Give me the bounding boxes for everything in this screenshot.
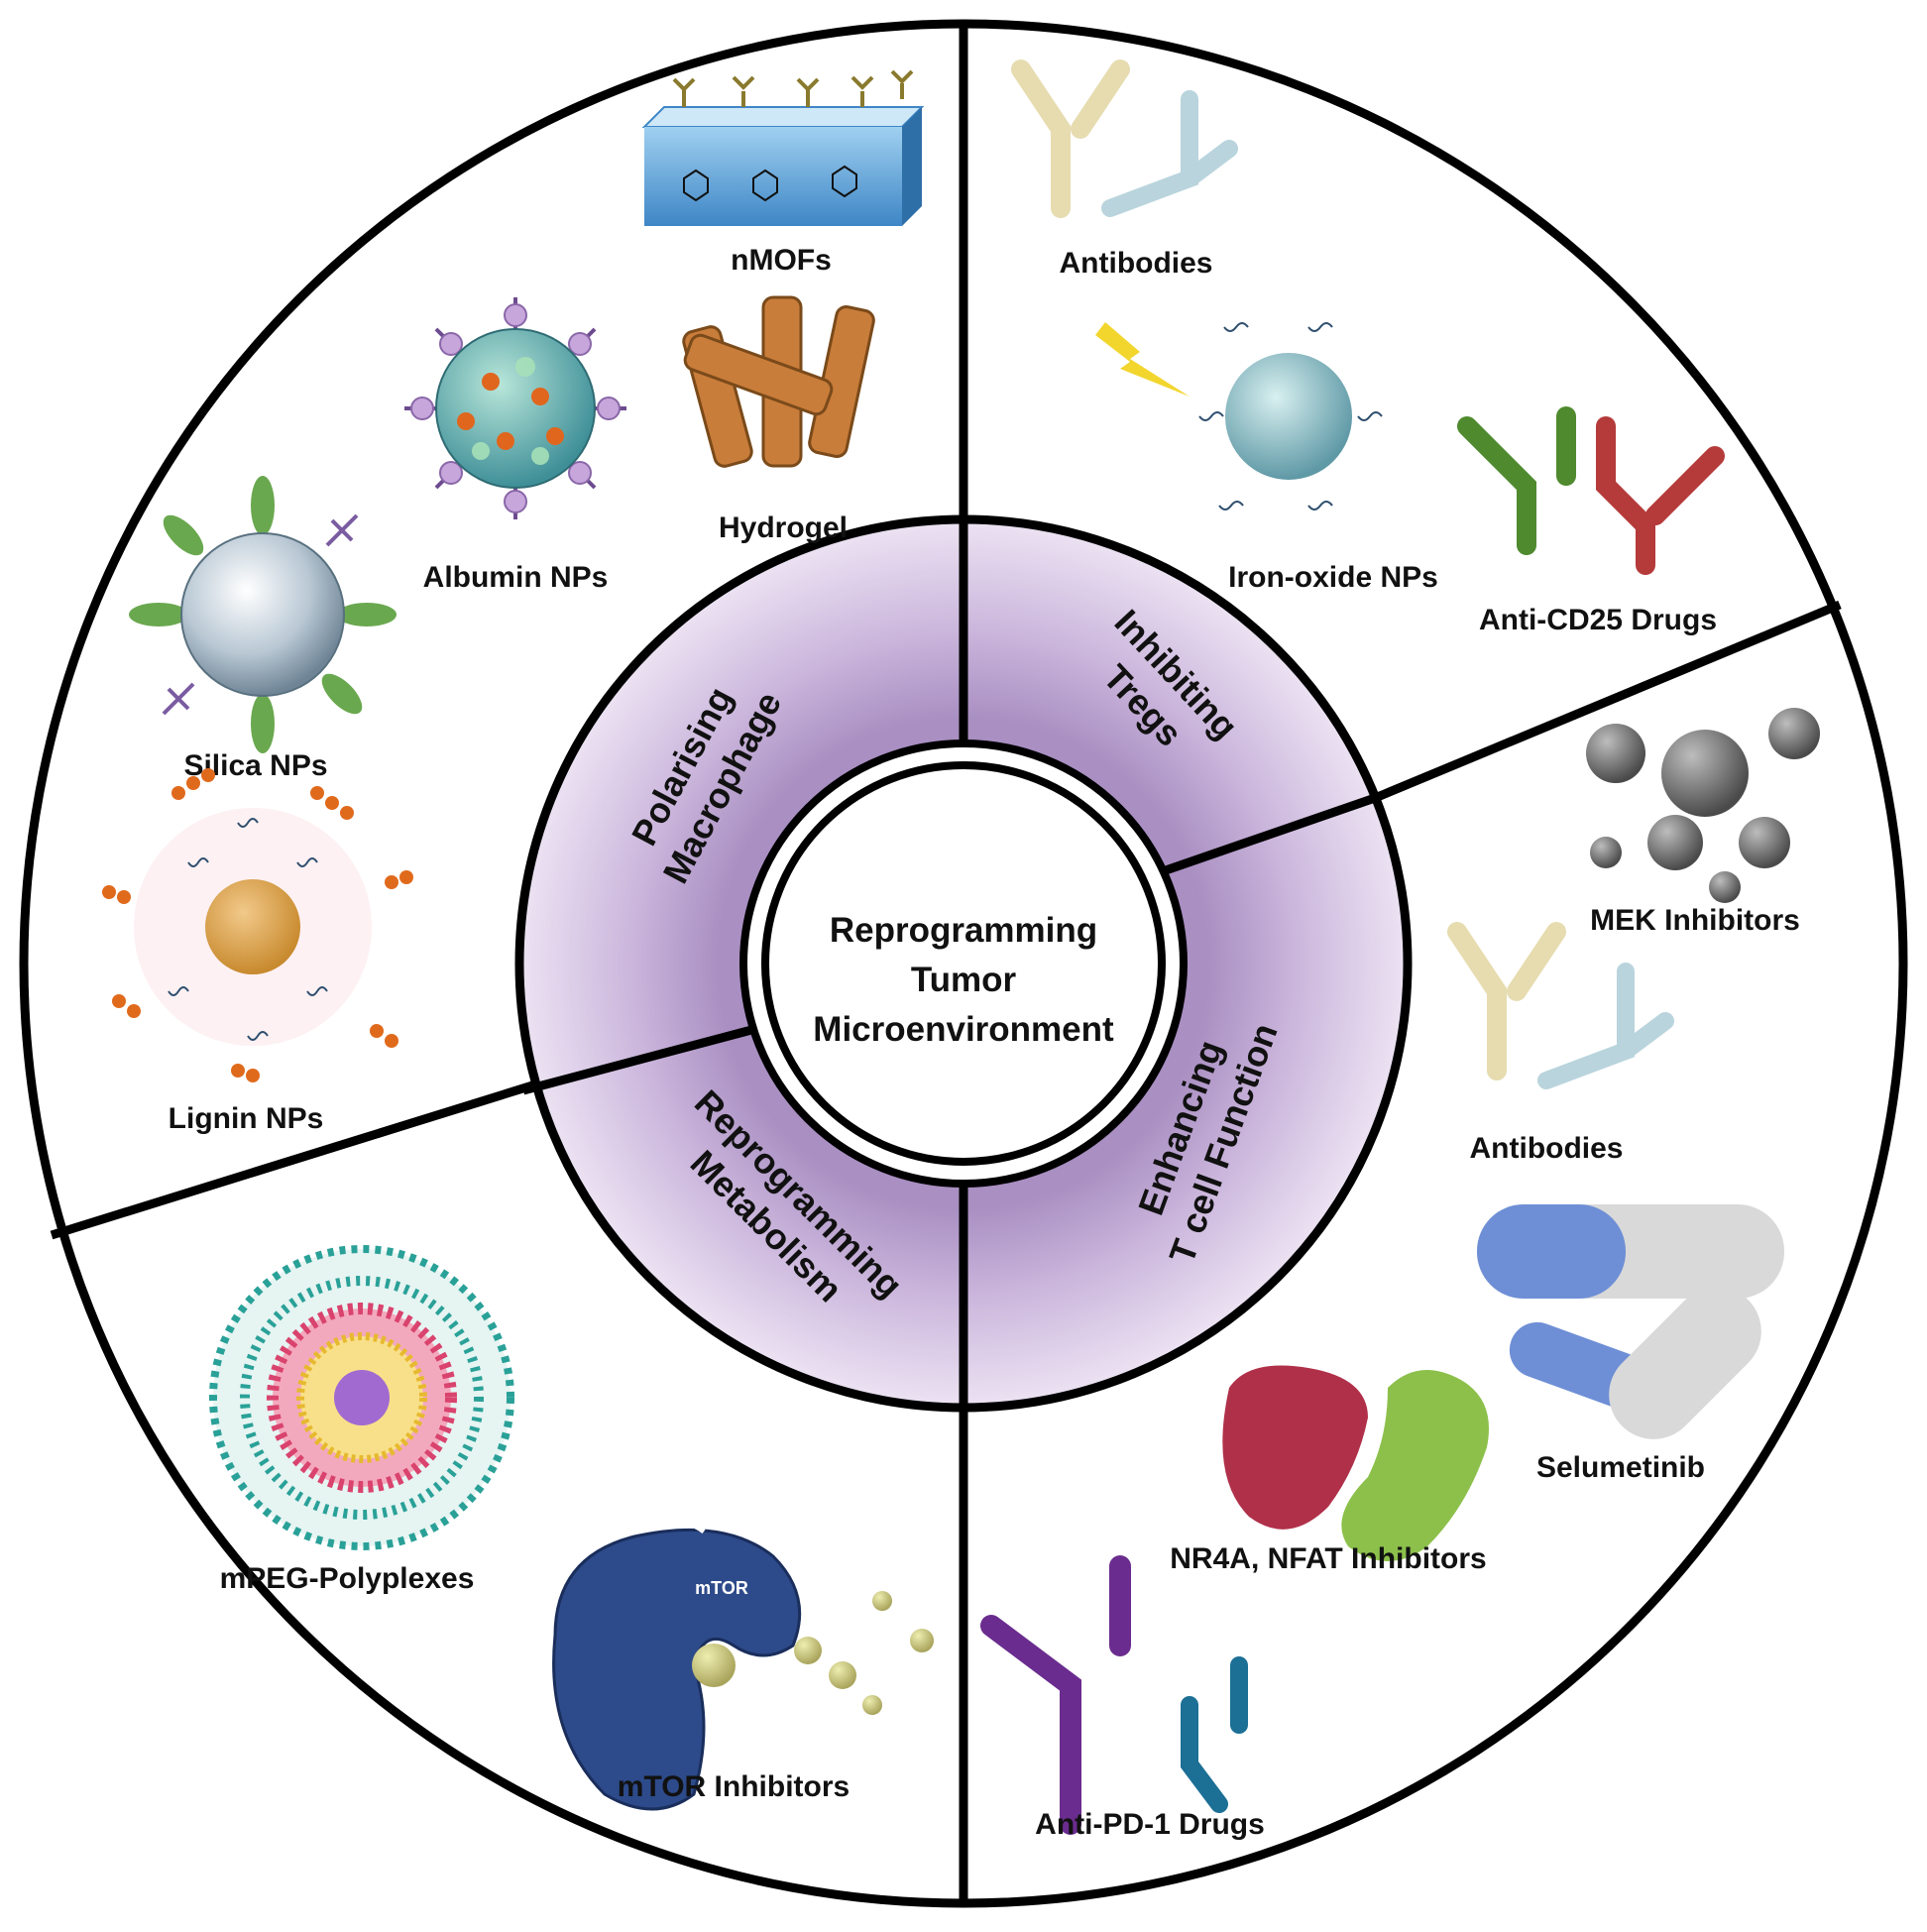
center-title-line1: Reprogramming xyxy=(830,911,1097,950)
label-antibodies-top: Antibodies xyxy=(1060,247,1213,280)
mek-inhibitors-illustration xyxy=(1586,708,1820,903)
label-mtor-protein: mTOR xyxy=(695,1578,748,1598)
mtor-illustration xyxy=(552,1520,934,1811)
hydrogel-illustration xyxy=(682,295,875,468)
label-mpeg-polyplexes: mPEG-Polyplexes xyxy=(220,1562,475,1595)
label-iron-oxide-nps: Iron-oxide NPs xyxy=(1228,561,1438,594)
selumetinib-illustration xyxy=(1477,1204,1784,1439)
label-mtor-inhibitors: mTOR Inhibitors xyxy=(618,1770,850,1803)
label-mek-inhibitors: MEK Inhibitors xyxy=(1590,904,1800,937)
center-title-line2: Tumor xyxy=(911,961,1017,999)
anti-cd25-illustration xyxy=(1457,406,1725,575)
label-hydrogel: Hydrogel xyxy=(719,511,848,544)
label-nr4a-nfat: NR4A, NFAT Inhibitors xyxy=(1170,1542,1486,1575)
mpeg-polyplexes-illustration xyxy=(209,1245,514,1550)
lignin-np-illustration xyxy=(102,768,413,1082)
silica-np-illustration xyxy=(129,476,397,753)
ring-divider-right xyxy=(1164,792,1380,875)
divider-right-upper xyxy=(1366,600,1842,806)
antibodies-top-illustration xyxy=(1011,59,1238,218)
label-anti-cd25: Anti-CD25 Drugs xyxy=(1479,604,1717,636)
antibodies-right-illustration xyxy=(1447,922,1674,1089)
label-albumin-nps: Albumin NPs xyxy=(423,561,609,594)
nmofs-illustration xyxy=(641,69,925,226)
label-nmofs: nMOFs xyxy=(731,244,832,277)
iron-oxide-np-illustration xyxy=(1095,322,1383,511)
anti-pd1-illustration xyxy=(980,1555,1248,1835)
ring-divider-left xyxy=(521,1024,757,1095)
center-title-line3: Microenvironment xyxy=(813,1010,1114,1049)
albumin-np-illustration xyxy=(404,297,626,519)
label-anti-pd1: Anti-PD-1 Drugs xyxy=(1035,1808,1265,1841)
label-lignin-nps: Lignin NPs xyxy=(169,1102,324,1135)
label-selumetinib: Selumetinib xyxy=(1536,1451,1705,1484)
center-circle xyxy=(761,761,1166,1166)
label-antibodies-right: Antibodies xyxy=(1470,1132,1624,1165)
nr4a-nfat-illustration xyxy=(1222,1365,1489,1561)
